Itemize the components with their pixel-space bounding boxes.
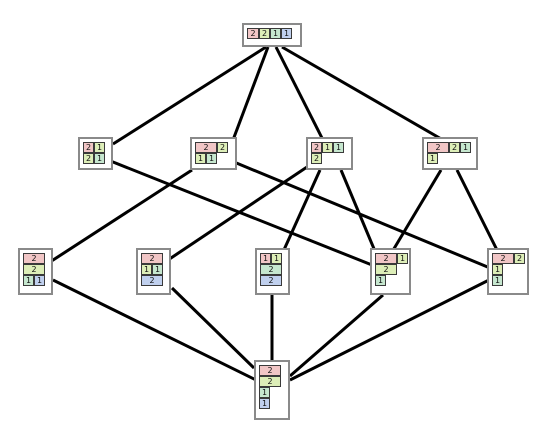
tableau-cell: 2 xyxy=(427,142,449,153)
tableau-cell: 1 xyxy=(333,142,344,153)
tableau-cell: 2 xyxy=(23,264,45,275)
tableau-cell: 2 xyxy=(247,28,259,39)
tableau-cell: 1 xyxy=(152,264,163,275)
tableau-cell: 2 xyxy=(492,253,514,264)
tableau-cell: 1 xyxy=(206,153,217,164)
tableau-cell: 2 xyxy=(311,153,322,164)
edge-m3-l3 xyxy=(281,169,322,253)
tableau-cell: 1 xyxy=(375,275,386,286)
tableau-cell: 2 xyxy=(141,275,163,286)
edge-top-m4 xyxy=(281,45,444,142)
tableau-cell: 1 xyxy=(94,153,105,164)
edge-top-m2 xyxy=(231,46,270,141)
tableau-cell: 1 xyxy=(271,253,282,264)
edge-m4-l4 xyxy=(390,169,443,253)
tableau-cell: 2 xyxy=(375,253,397,264)
tableau-cell: 1 xyxy=(195,153,206,164)
tableau-cell: 1 xyxy=(259,398,270,409)
edge-top-m3 xyxy=(274,46,325,141)
tableau-cell: 2 xyxy=(195,142,217,153)
edge-top-m1 xyxy=(112,45,267,146)
edge-l2-bottom xyxy=(170,286,256,370)
tableau-cell: 1 xyxy=(270,28,281,39)
tableau-cell: 2 xyxy=(449,142,460,153)
tableau-cell: 2 xyxy=(260,275,282,286)
tableau-cell: 1 xyxy=(427,153,438,164)
tableau-cell: 2 xyxy=(375,264,397,275)
tableau-cell: 2 xyxy=(259,28,270,39)
tableau-cell: 1 xyxy=(460,142,471,153)
tableau-cell: 1 xyxy=(141,264,152,275)
tableau-cell: 2 xyxy=(259,365,281,376)
edge-m3-l2 xyxy=(167,163,311,262)
tableau-cell: 1 xyxy=(94,142,105,153)
tableau-cell: 2 xyxy=(514,253,525,264)
tableau-cell: 2 xyxy=(260,264,282,275)
tableau-cell: 1 xyxy=(397,253,408,264)
tableau-cell: 1 xyxy=(34,275,45,286)
edge-l5-bottom xyxy=(289,278,490,382)
tableau-cell: 2 xyxy=(83,142,94,153)
tableau-cell: 2 xyxy=(23,253,45,264)
edge-m3-l4 xyxy=(339,169,379,257)
tableau-cell: 2 xyxy=(141,253,163,264)
tableau-cell: 1 xyxy=(260,253,271,264)
tableau-cell: 1 xyxy=(259,387,270,398)
edge-m2-l1 xyxy=(49,168,193,264)
tableau-cell: 2 xyxy=(259,376,281,387)
tableau-cell: 1 xyxy=(492,264,503,275)
edge-l4-bottom xyxy=(289,293,384,378)
edge-m2-l5 xyxy=(233,160,491,270)
tableau-cell: 1 xyxy=(492,275,503,286)
tableau-cell: 1 xyxy=(23,275,34,286)
tableau-cell: 2 xyxy=(83,153,94,164)
tableau-cell: 1 xyxy=(322,142,333,153)
edge-m4-l5 xyxy=(455,169,500,253)
tableau-cell: 2 xyxy=(311,142,322,153)
edge-l1-bottom xyxy=(52,278,257,382)
tableau-cell: 2 xyxy=(217,142,228,153)
tableau-cell: 1 xyxy=(281,28,292,39)
